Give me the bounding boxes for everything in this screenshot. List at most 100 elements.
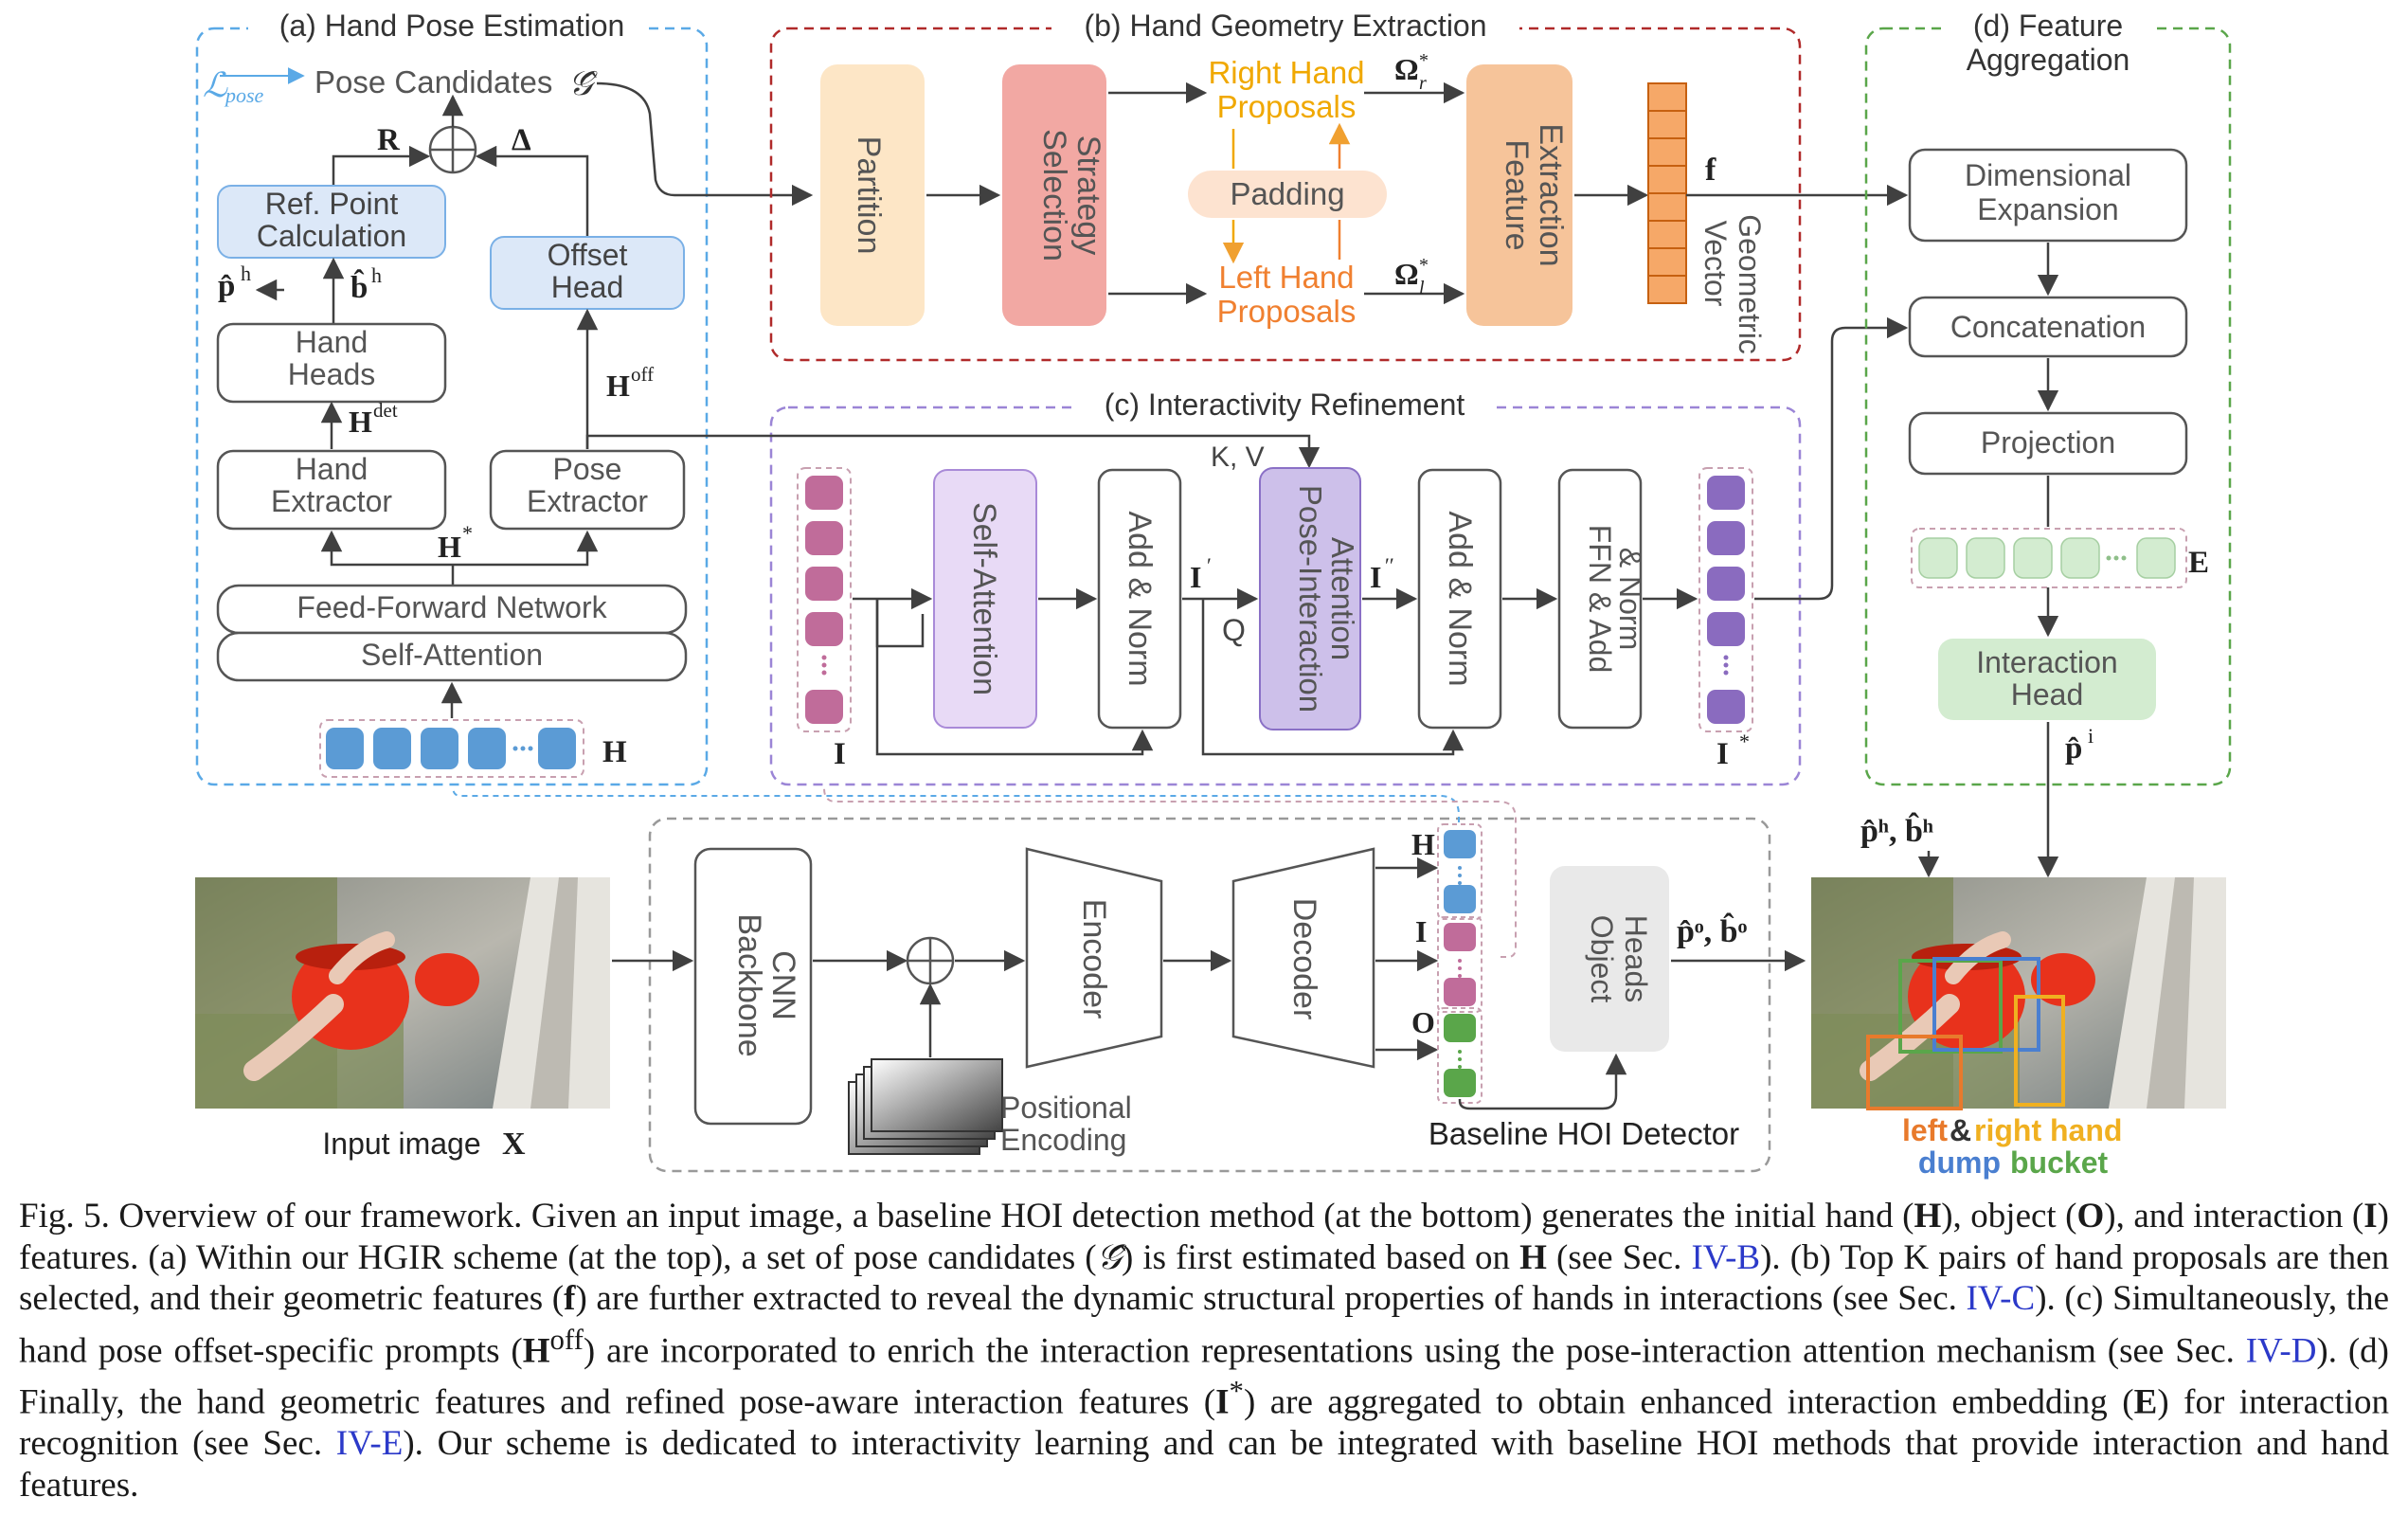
- ref-iv-d[interactable]: IV-D: [2245, 1330, 2317, 1370]
- pia-line1: Pose-Interaction: [1293, 485, 1328, 712]
- interaction-head-line2: Head: [2011, 677, 2084, 712]
- h-det: H: [349, 405, 372, 439]
- input-image-symbol: X: [502, 1127, 526, 1162]
- ffn-line2: & Norm: [1613, 548, 1647, 650]
- ref-iv-c[interactable]: IV-C: [1966, 1279, 2036, 1318]
- h-star: H: [438, 530, 461, 564]
- hand-heads-line2: Heads: [288, 357, 376, 391]
- r-symbol: R: [377, 123, 401, 157]
- self-attn-label: Self-Attention: [361, 638, 543, 672]
- svg-text:*: *: [462, 521, 473, 545]
- loss-symbol: ℒ: [203, 66, 228, 104]
- legend-dump: dump: [1918, 1145, 2001, 1180]
- b-hat-h: b̂: [350, 268, 368, 305]
- e-label: E: [2188, 546, 2209, 580]
- pose-candidates-label: Pose Candidates: [314, 64, 552, 99]
- f-symbol: f: [1705, 153, 1716, 188]
- ref-point-line2: Calculation: [257, 219, 406, 253]
- pose-extractor-line1: Pose: [553, 452, 622, 486]
- dec-h-label: H: [1411, 827, 1435, 861]
- dim-exp-line2: Expansion: [1977, 192, 2118, 226]
- svg-text:off: off: [631, 363, 654, 386]
- selection-line2: Strategy: [1070, 135, 1106, 256]
- add-norm-2-label: Add & Norm: [1442, 511, 1478, 686]
- left-proposals-line2: Proposals: [1217, 294, 1357, 329]
- loss-subscript: pose: [224, 83, 264, 107]
- svg-text:*: *: [1419, 50, 1429, 71]
- svg-text:h: h: [371, 263, 382, 287]
- svg-text:i: i: [2088, 724, 2094, 748]
- hand-token-row: [326, 728, 576, 769]
- figure-caption: Fig. 5. Overview of our framework. Given…: [19, 1197, 2390, 1505]
- offset-head-line2: Head: [551, 270, 624, 304]
- ref-iv-b[interactable]: IV-B: [1691, 1237, 1761, 1277]
- svg-text:′′: ′′: [1385, 553, 1394, 577]
- svg-text:*: *: [1739, 730, 1750, 753]
- svg-text:h: h: [241, 262, 251, 285]
- feature-extraction-line1: Feature: [1499, 139, 1535, 250]
- i-token-label: I: [834, 737, 846, 771]
- panel-d-title-line1: (d) Feature: [1973, 9, 2123, 43]
- g-hat-symbol: 𝒢̂: [568, 64, 598, 102]
- geometric-vector: [1647, 82, 1687, 304]
- legend-right: right hand: [1974, 1113, 2122, 1147]
- legend-bucket: bucket: [2010, 1145, 2108, 1180]
- backbone-line1: Backbone: [731, 913, 767, 1056]
- decoder-label: Decoder: [1286, 898, 1322, 1020]
- ref-iv-e[interactable]: IV-E: [335, 1424, 404, 1464]
- p-hat-i: p̂: [2065, 731, 2082, 766]
- svg-text:r: r: [1419, 73, 1427, 94]
- concat-label: Concatenation: [1950, 310, 2146, 344]
- encoder-label: Encoder: [1076, 899, 1112, 1019]
- selection-line1: Selection: [1036, 129, 1072, 262]
- i-star-label: I: [1716, 737, 1729, 771]
- i-double-prime: I: [1370, 560, 1381, 594]
- right-proposals-line1: Right Hand: [1208, 55, 1364, 90]
- panel-a-hand-pose-estimation: (a) Hand Pose Estimation ℒ pose Pose Can…: [195, 9, 709, 786]
- pose-extractor-line2: Extractor: [527, 484, 648, 518]
- dec-o-label: O: [1411, 1005, 1435, 1039]
- ph-bh-label: p̂ʰ, b̂ʰ: [1860, 811, 1933, 849]
- object-heads-line1: Object: [1585, 915, 1619, 1003]
- po-bo-label: p̂ᵒ, b̂ᵒ: [1677, 911, 1748, 949]
- ref-self-attn-label: Self-Attention: [966, 502, 1002, 695]
- panel-b-title: (b) Hand Geometry Extraction: [1084, 9, 1486, 43]
- input-image: [195, 877, 610, 1109]
- pia-line2: Attention: [1325, 537, 1360, 660]
- input-image-label: Input image: [322, 1127, 480, 1161]
- output-image: [1811, 877, 2226, 1110]
- h-token-label: H: [602, 735, 627, 769]
- panel-d-title-line2: Aggregation: [1967, 43, 2130, 77]
- p-hat-h: p̂: [218, 269, 235, 303]
- i-prime: I: [1190, 560, 1201, 594]
- padding-label: Padding: [1230, 176, 1344, 211]
- feature-extraction-line2: Extraction: [1533, 123, 1569, 266]
- ref-point-line1: Ref. Point: [265, 187, 399, 221]
- panel-d-feature-aggregation: (d) Feature Aggregation Dimensional Expa…: [1864, 9, 2232, 786]
- framework-diagram: (a) Hand Pose Estimation ℒ pose Pose Can…: [195, 9, 2232, 1180]
- backbone-line2: CNN: [765, 950, 801, 1020]
- panel-b-hand-geometry-extraction: (b) Hand Geometry Extraction Partition S…: [769, 9, 1802, 362]
- panel-c-title: (c) Interactivity Refinement: [1105, 388, 1465, 422]
- projection-label: Projection: [1981, 425, 2115, 460]
- hand-extractor-line2: Extractor: [271, 484, 392, 518]
- offset-head-line1: Offset: [548, 238, 628, 272]
- legend-amp: &: [1950, 1113, 1971, 1147]
- partition-label: Partition: [851, 136, 887, 255]
- dec-i-label: I: [1415, 914, 1427, 948]
- hand-heads-line1: Hand: [296, 325, 368, 359]
- ffn-line1: FFN & Add: [1583, 525, 1617, 674]
- ffn-label: Feed-Forward Network: [297, 590, 607, 624]
- positional-encoding-stack: [848, 1058, 1003, 1155]
- svg-text:l: l: [1419, 278, 1425, 298]
- add-norm-1-label: Add & Norm: [1122, 511, 1158, 686]
- svg-text:*: *: [1419, 255, 1429, 276]
- left-proposals-line1: Left Hand: [1218, 260, 1354, 295]
- omega-r: Ω: [1394, 52, 1419, 86]
- right-proposals-line2: Proposals: [1217, 89, 1357, 124]
- geometric-vector-line1: Geometric: [1733, 214, 1767, 354]
- h-off: H: [606, 369, 630, 403]
- legend-left: left: [1902, 1113, 1948, 1147]
- baseline-label: Baseline HOI Detector: [1429, 1116, 1739, 1151]
- object-heads-line2: Heads: [1619, 915, 1653, 1003]
